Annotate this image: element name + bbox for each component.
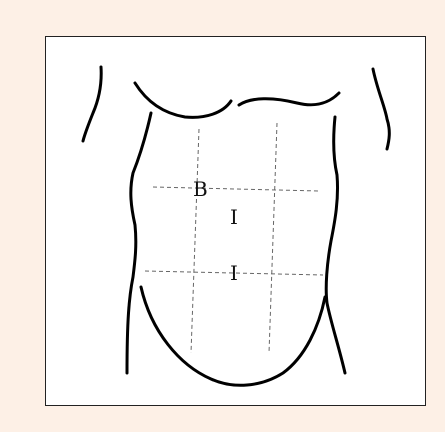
left-arm-outline — [83, 67, 101, 141]
region-label-i-lower: I — [230, 261, 238, 285]
right-torso-side — [326, 117, 345, 373]
left-torso-side — [127, 113, 151, 373]
region-label-i-center: I — [230, 205, 238, 229]
abdominal-regions-diagram: B I I — [46, 37, 426, 406]
grid-line-left-vertical — [191, 129, 199, 353]
right-arm-outline — [373, 69, 389, 149]
lower-abdomen-outline — [141, 287, 325, 385]
grid-line-upper-horizontal — [153, 187, 319, 191]
right-pectoral-outline — [239, 93, 339, 105]
grid-line-right-vertical — [269, 123, 277, 353]
left-pectoral-outline — [135, 83, 231, 117]
region-grid — [145, 123, 323, 353]
abdominal-diagram-frame: B I I — [45, 36, 426, 406]
region-label-b: B — [193, 177, 208, 201]
